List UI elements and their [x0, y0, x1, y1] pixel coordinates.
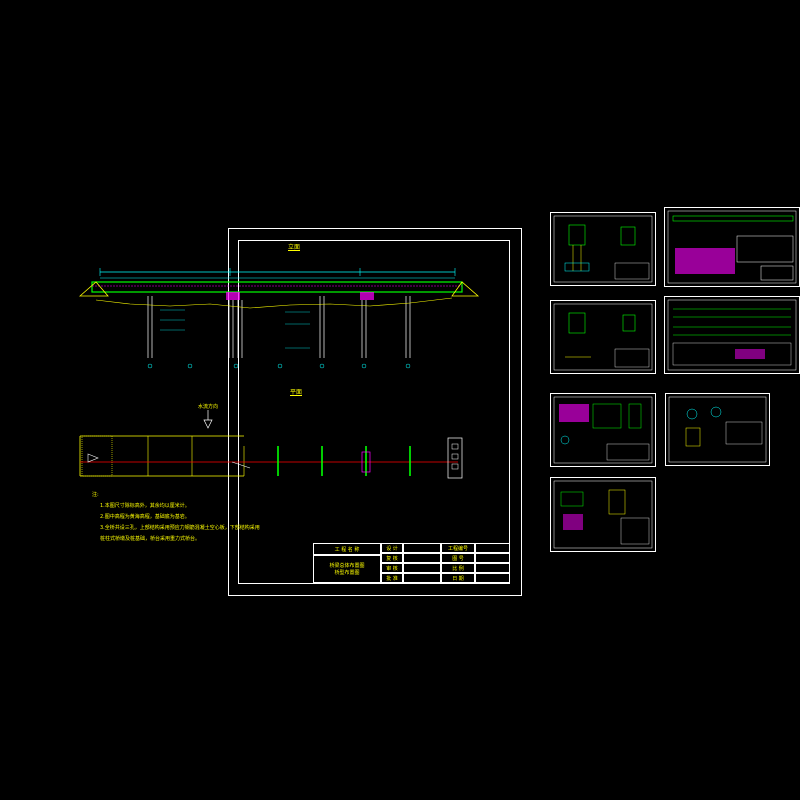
title-block-value-1 — [475, 543, 510, 553]
title-block: 工 程 名 称 桥梁总体布置图 桥型布置图 设 计 复 核 审 核 批 准 工程… — [313, 543, 510, 583]
title-block-row-1: 设 计 — [381, 543, 403, 553]
drawing-name-line-1: 桥梁总体布置图 — [329, 563, 365, 569]
thumbnail-girder-reinforcement[interactable] — [664, 296, 800, 374]
thumbnail-bearing-detail-graphics — [668, 396, 767, 463]
thumbnail-deck-slab-graphics — [553, 396, 653, 464]
main-sheet-outer-border — [228, 228, 522, 596]
title-block-row-4: 批 准 — [381, 573, 403, 583]
title-block-blank-1 — [403, 543, 441, 553]
title-block-value-4 — [475, 573, 510, 583]
title-block-blank-4 — [403, 573, 441, 583]
notes-heading: 注: — [92, 492, 99, 498]
title-block-row-3: 审 核 — [381, 563, 403, 573]
thumbnail-abutment-detail[interactable] — [550, 300, 656, 374]
thumbnail-abutment-detail-graphics — [553, 303, 653, 371]
note-line-4: 桩柱式桥墩及桩基础，桥台采用重力式桥台。 — [100, 536, 201, 542]
title-block-right-1: 工程编号 — [441, 543, 475, 553]
note-line-3: 3.全桥共设三孔，上部结构采用预应力钢筋混凝土空心板，下部结构采用 — [100, 525, 260, 531]
flow-arrow-label: 水流方向 — [198, 404, 219, 410]
note-line-1: 1.本图尺寸除标高外，其余均以厘米计。 — [100, 503, 190, 509]
thumbnail-bearing-detail[interactable] — [665, 393, 770, 466]
title-block-right-3: 比 例 — [441, 563, 475, 573]
title-block-value-2 — [475, 553, 510, 563]
title-block-blank-3 — [403, 563, 441, 573]
thumbnail-pier-detail[interactable] — [550, 212, 656, 286]
thumbnail-pier-detail-graphics — [553, 215, 653, 283]
thumbnail-girder-elevation-graphics — [667, 210, 797, 284]
title-block-row-2: 复 核 — [381, 553, 403, 563]
title-block-blank-2 — [403, 553, 441, 563]
elevation-title: 立面 — [288, 244, 301, 251]
plan-title: 平面 — [290, 389, 303, 396]
main-sheet-inner-border — [238, 240, 510, 584]
thumbnail-girder-reinforcement-graphics — [667, 299, 797, 371]
drawing-name-line-2: 桥型布置图 — [334, 570, 360, 576]
title-block-value-3 — [475, 563, 510, 573]
thumbnail-railing-detail-graphics — [553, 480, 653, 549]
note-line-2: 2.图中高程为黄海高程，基础底为基岩。 — [100, 514, 190, 520]
thumbnail-girder-elevation[interactable] — [664, 207, 800, 287]
title-block-project-label: 工 程 名 称 — [313, 543, 381, 555]
thumbnail-railing-detail[interactable] — [550, 477, 656, 552]
title-block-drawing-name: 桥梁总体布置图 桥型布置图 — [313, 555, 381, 583]
title-block-right-2: 图 号 — [441, 553, 475, 563]
thumbnail-deck-slab[interactable] — [550, 393, 656, 467]
title-block-right-4: 日 期 — [441, 573, 475, 583]
